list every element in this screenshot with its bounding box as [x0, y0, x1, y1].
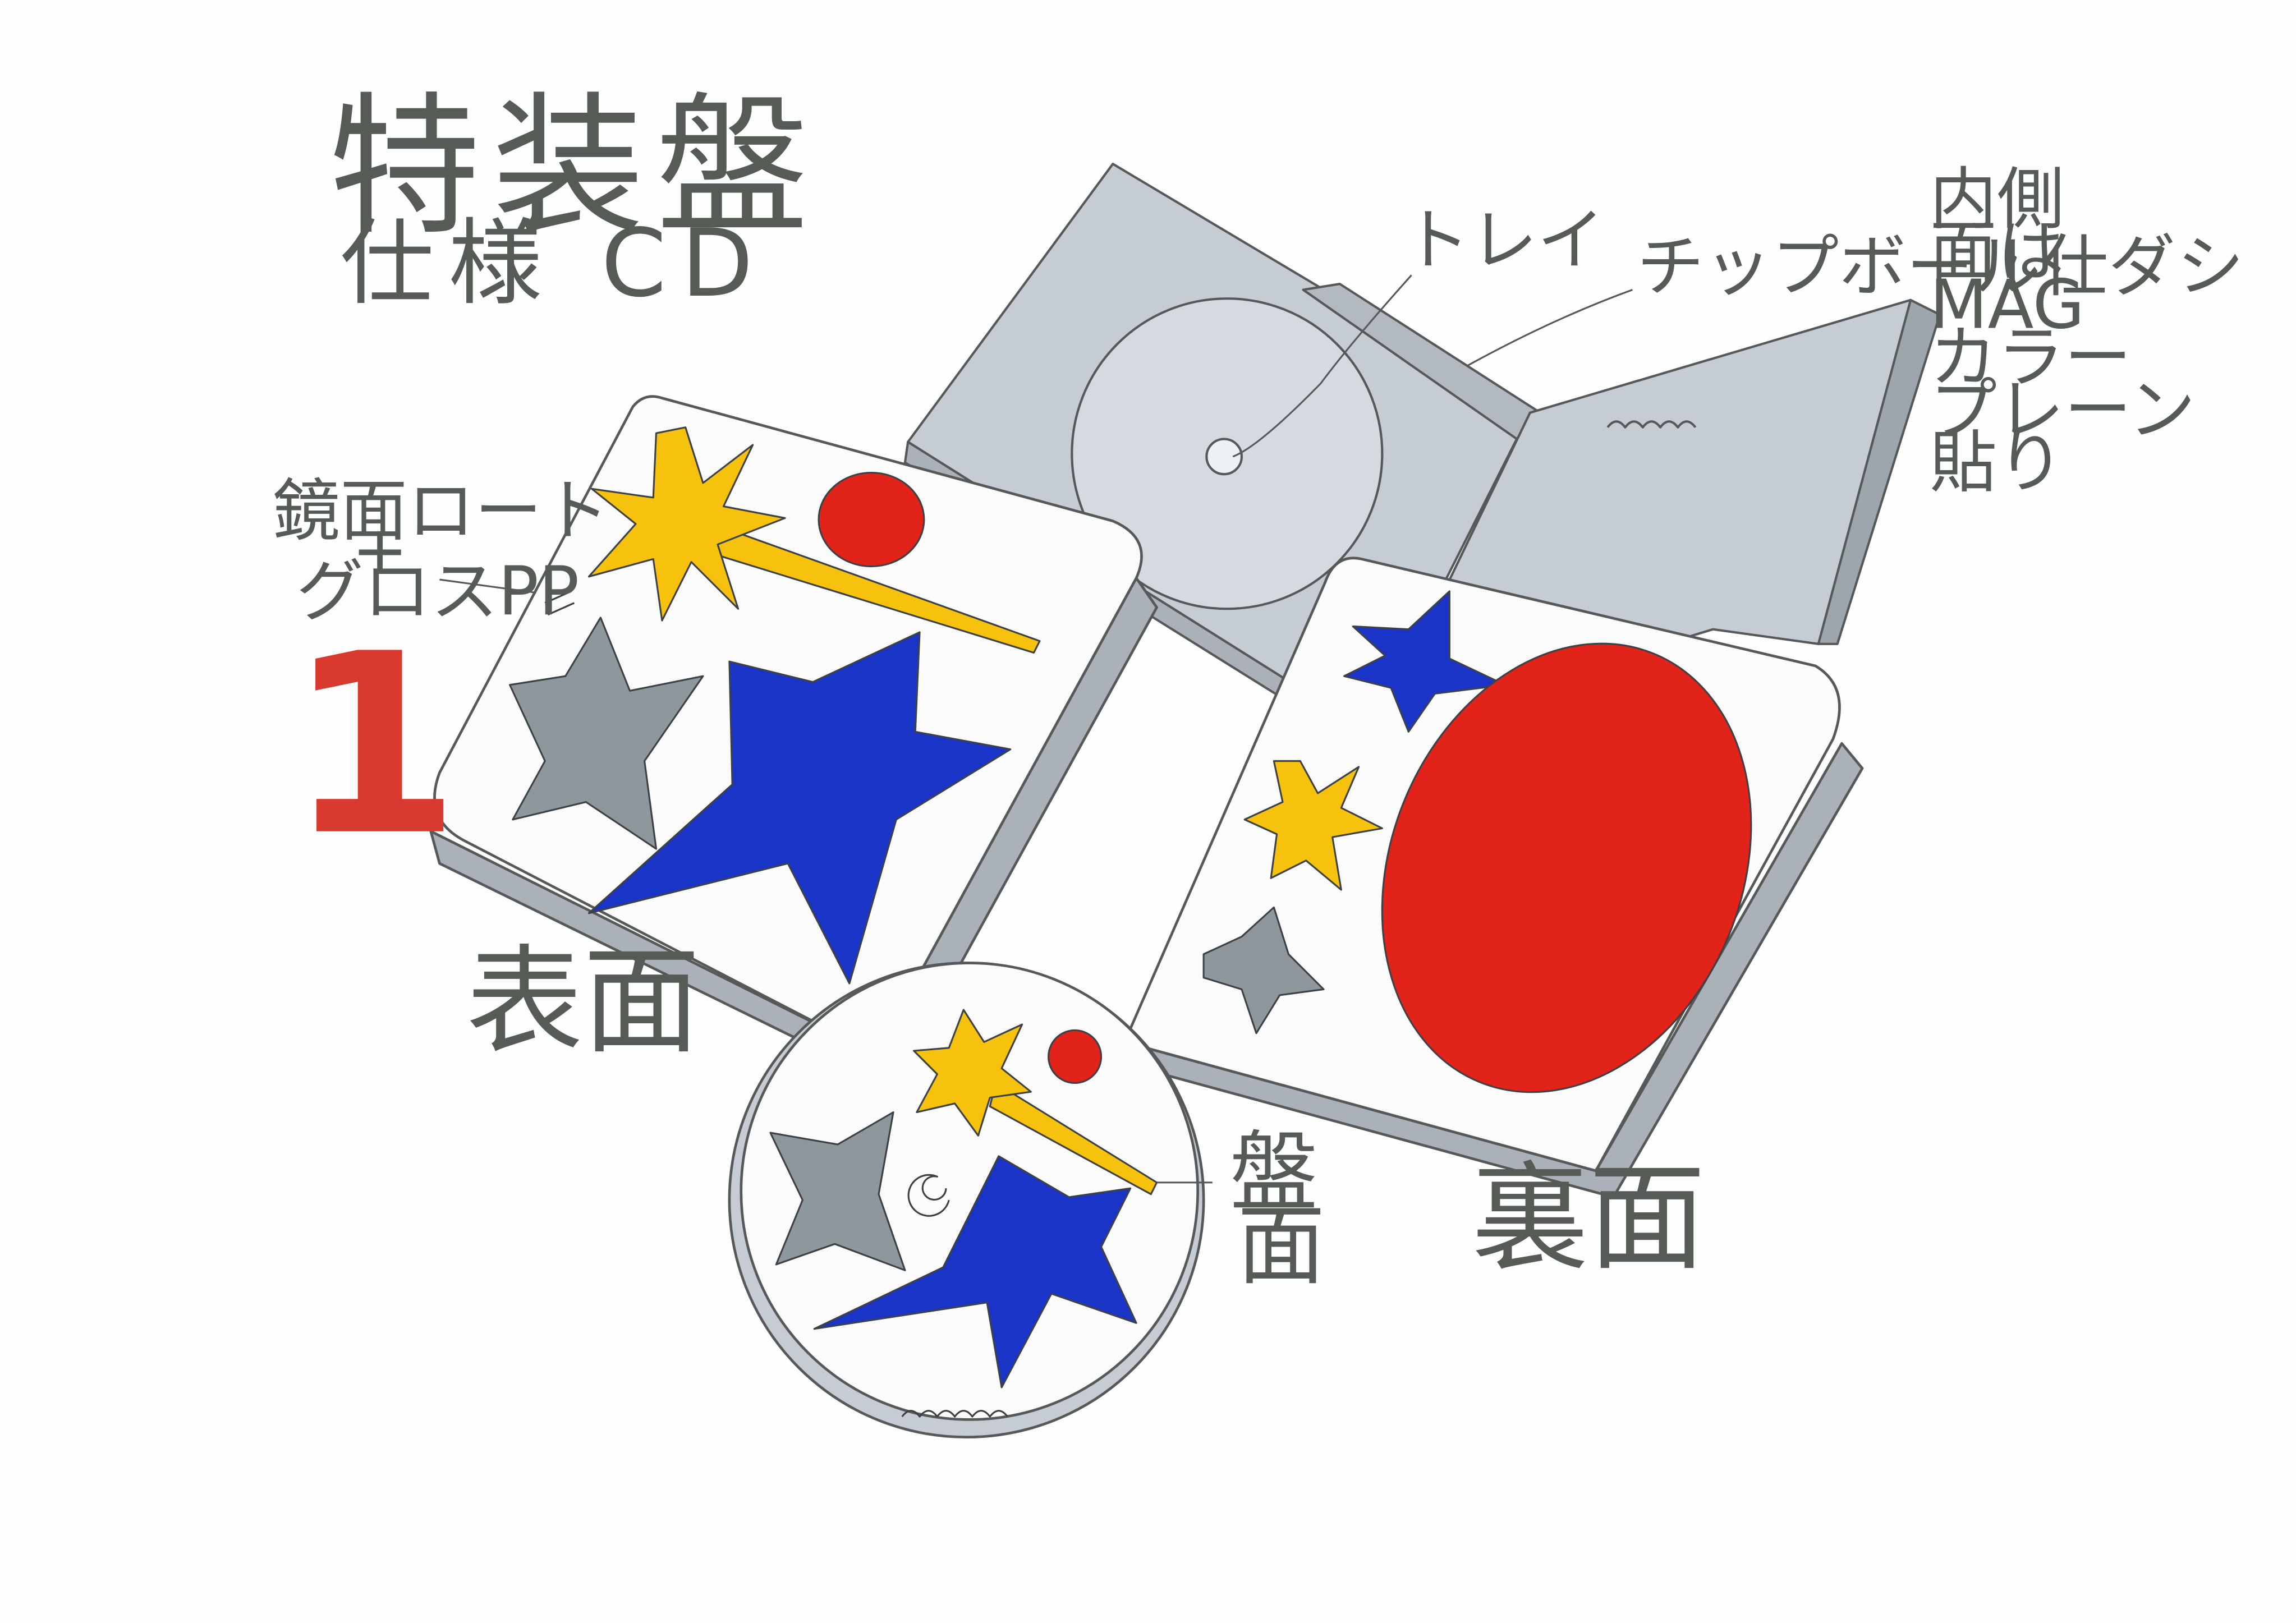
disc-label-line: 盤 [1230, 1121, 1318, 1224]
back-cover-artwork [1202, 590, 1752, 1093]
tray-label: トレイ [1403, 202, 1605, 280]
finish-note-line: + [352, 512, 408, 590]
yellow-starburst-icon [587, 426, 786, 622]
inner-note-line: カラー [1930, 319, 2132, 397]
board-wave-mark [901, 1410, 1008, 1418]
disc-label-line: 面 [1237, 1195, 1325, 1297]
inner-note-line: プレーン [1930, 371, 2196, 449]
disc-hub-swirl [907, 1174, 950, 1217]
inner-note: 内側 面は MAG カラー プレーン 貼り [1930, 161, 2196, 503]
yellow-beam [989, 1082, 1158, 1196]
gray-sparkle-icon [769, 1111, 906, 1271]
tray-leader [1232, 274, 1412, 458]
gray-sparkle-icon [1202, 906, 1325, 1035]
page-title: 特装盤 [328, 78, 820, 255]
page-subtitle: 仕様 CD [340, 209, 768, 318]
red-dot-icon [818, 472, 925, 568]
tip-label: チップボール仕ダシ [1637, 228, 2244, 306]
gray-sparkle-icon [509, 617, 704, 850]
finish-note-line: グロスPP [296, 553, 580, 631]
yellow-starburst-icon [913, 1009, 1032, 1137]
finish-leader [439, 578, 536, 594]
inner-note-line: 面は [1930, 213, 2064, 291]
annotation-leaders [439, 274, 1633, 1184]
disc-artwork [769, 1009, 1158, 1418]
finish-note-line: 鏡面ロート [273, 472, 609, 550]
red-dot-icon [1048, 1029, 1103, 1084]
back-label: 裏面 [1472, 1150, 1706, 1286]
disc-label: 盤 面 [1230, 1121, 1325, 1296]
front-cover-artwork [509, 426, 1041, 985]
finish-note: 鏡面ロート + グロスPP [273, 472, 609, 631]
sketch-number: 1 [287, 600, 461, 890]
blue-star-icon [587, 631, 1012, 985]
inner-lid-edge [1817, 298, 1941, 645]
yellow-starburst-icon [1243, 760, 1383, 891]
inner-note-line: 内側 [1930, 161, 2064, 239]
red-oval-icon [1381, 642, 1752, 1093]
inner-note-line: 貼り [1930, 424, 2064, 502]
blue-star-icon [813, 1155, 1137, 1388]
finish-tick-marks [544, 590, 575, 616]
inner-note-line: MAG [1930, 266, 2084, 344]
cover-front-label: 表面 [466, 934, 700, 1070]
tray-hub [1205, 438, 1243, 476]
board-wave-mark [1606, 420, 1697, 429]
tip-leader [1466, 289, 1633, 367]
blue-star-icon [1343, 590, 1507, 733]
